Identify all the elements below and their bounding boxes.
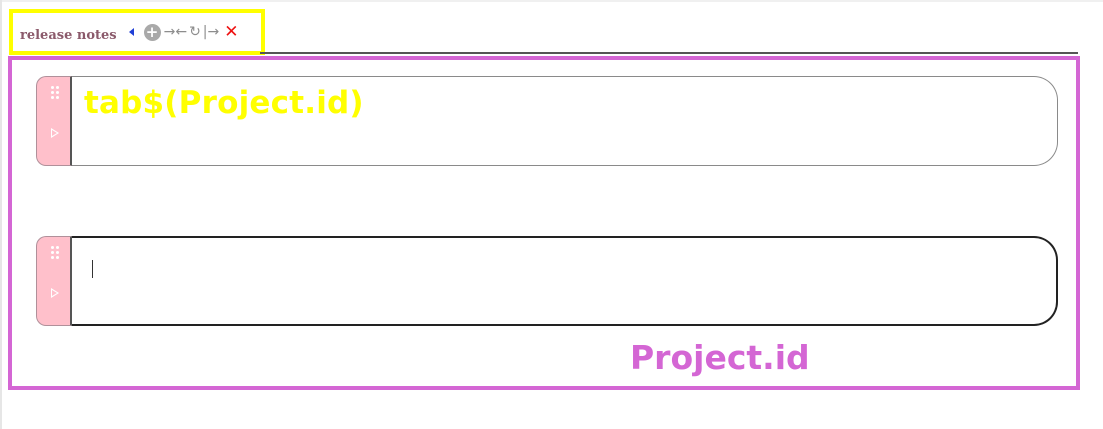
- run-cell-icon[interactable]: [51, 288, 59, 298]
- drag-grip-icon[interactable]: [51, 246, 59, 259]
- window-left-edge: [0, 0, 2, 429]
- tab-toolbar: + →← ↻ |→ ✕: [128, 22, 239, 42]
- cell-1-editor[interactable]: tab$(Project.id): [72, 76, 1058, 166]
- cell-2-handle[interactable]: [36, 236, 72, 326]
- window-top-edge: [0, 0, 1103, 2]
- cell-1: tab$(Project.id): [36, 76, 1060, 166]
- cell-2: [36, 236, 1060, 326]
- collapse-left-icon[interactable]: [128, 28, 134, 36]
- tab-baseline: [260, 52, 1078, 54]
- refresh-icon[interactable]: ↻: [189, 24, 201, 40]
- cell-2-editor[interactable]: [72, 236, 1058, 326]
- notebook-panel: tab$(Project.id) Project.id: [8, 56, 1080, 390]
- close-icon[interactable]: ✕: [224, 22, 239, 42]
- move-right-icon[interactable]: |→: [202, 24, 220, 40]
- run-cell-icon[interactable]: [51, 128, 59, 138]
- cell-1-handle[interactable]: [36, 76, 72, 166]
- add-cell-icon[interactable]: +: [143, 23, 161, 41]
- tab-title[interactable]: release notes: [20, 27, 117, 43]
- cell-1-code: tab$(Project.id): [84, 85, 364, 121]
- merge-icon[interactable]: →←: [163, 24, 188, 40]
- drag-grip-icon[interactable]: [51, 86, 59, 99]
- text-caret: [92, 260, 93, 278]
- panel-label: Project.id: [630, 338, 810, 377]
- tab-header[interactable]: release notes + →← ↻ |→ ✕: [9, 9, 265, 55]
